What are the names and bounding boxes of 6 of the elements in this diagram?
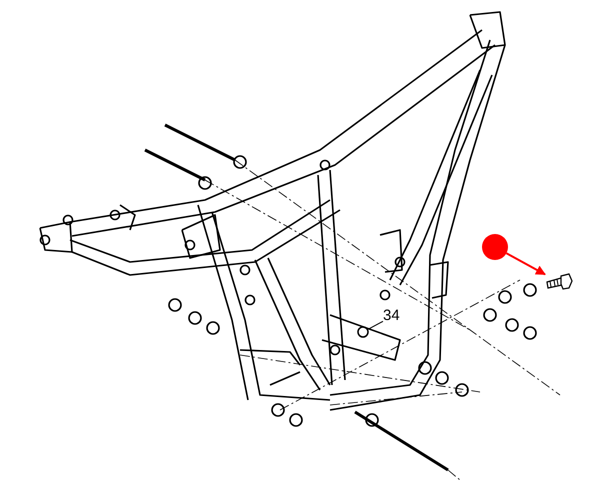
arrow [506, 252, 546, 276]
part-number-label: 34 [383, 308, 403, 324]
leader-line [368, 320, 384, 330]
frame-mount-point [357, 326, 369, 338]
bolt-icon [545, 272, 573, 292]
marker-dot [482, 234, 508, 260]
